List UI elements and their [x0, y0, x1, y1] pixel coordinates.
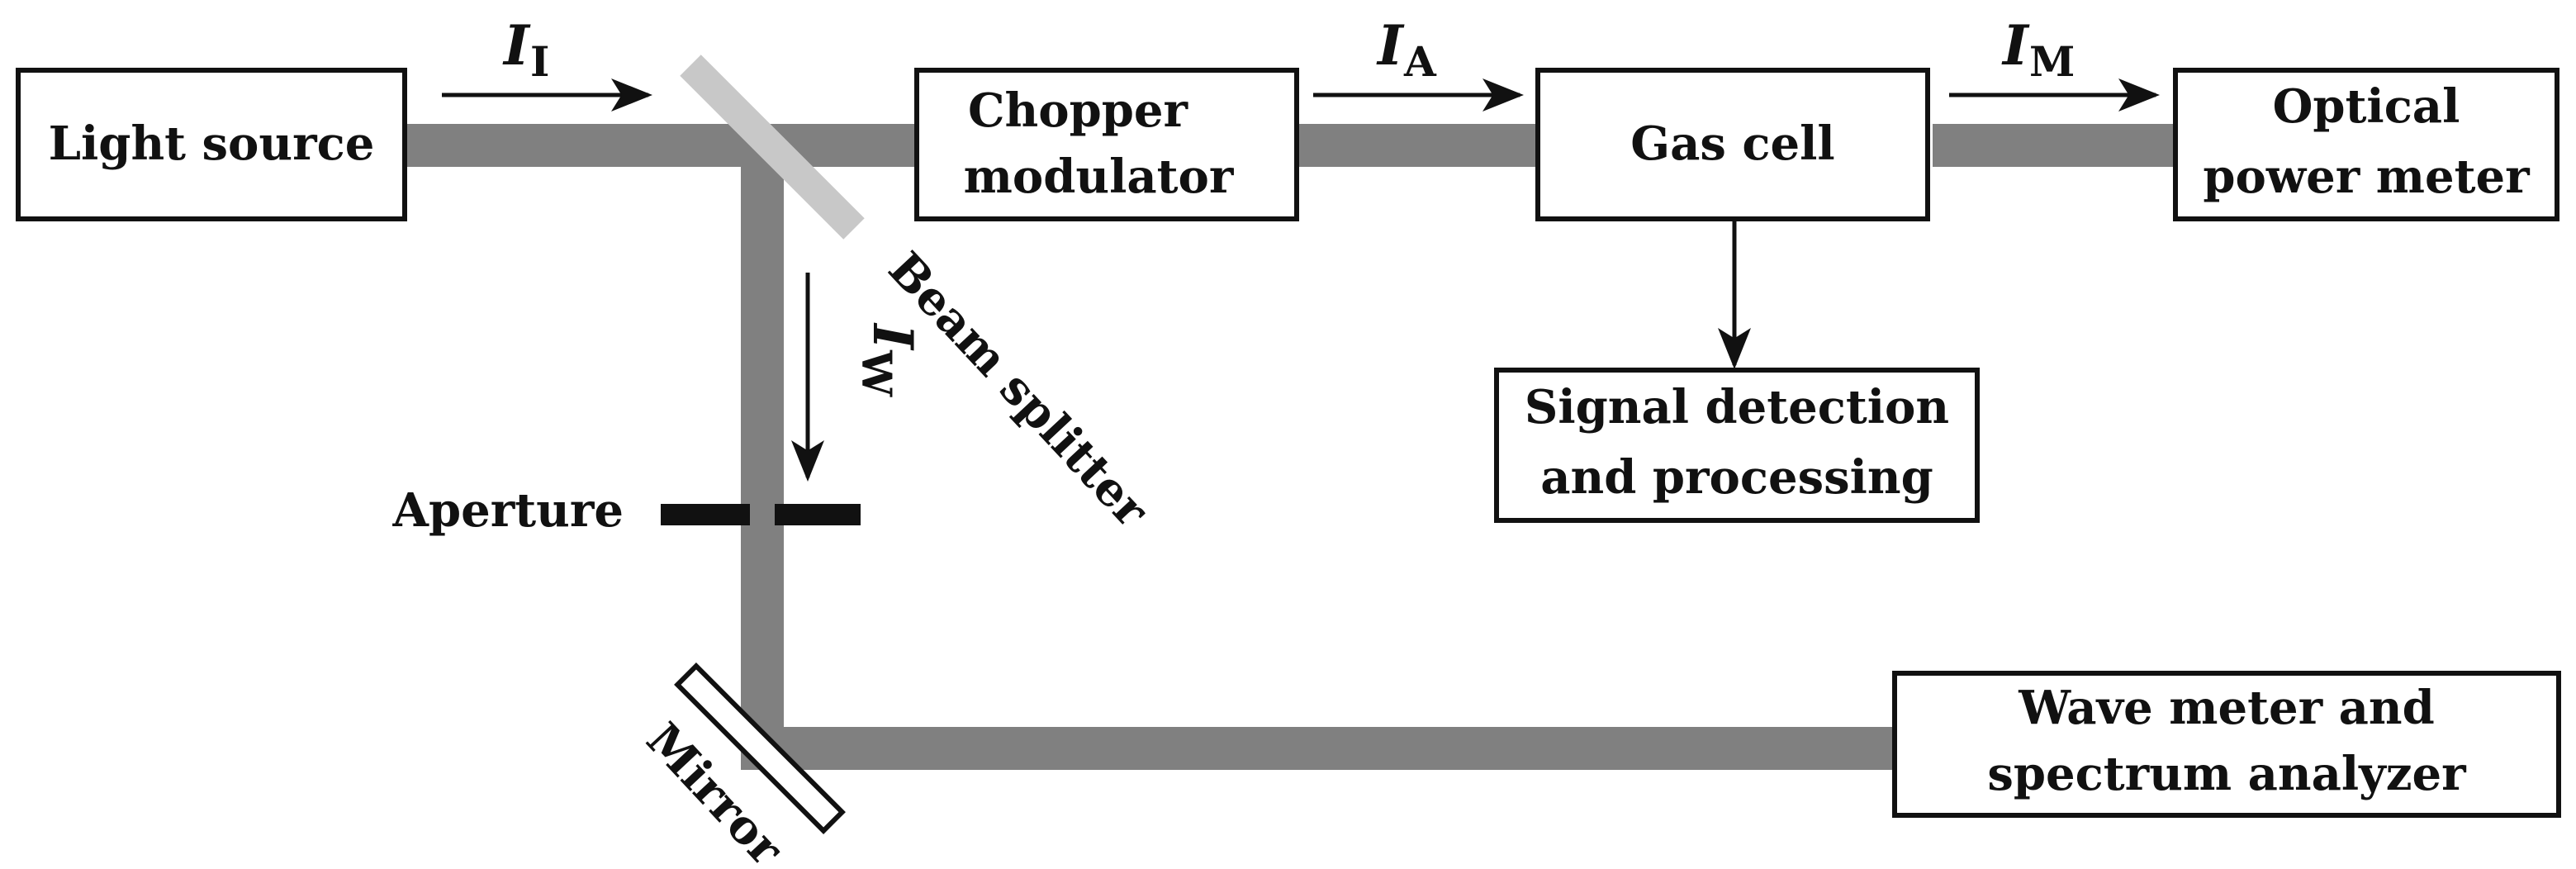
- power-meter-label-line1: Optical: [2273, 79, 2460, 134]
- gas-cell-label: Gas cell: [1630, 116, 1834, 171]
- i-wavemeter-subscript: W: [852, 349, 901, 397]
- intensity-i-after-chopper: I A: [1376, 13, 1437, 86]
- i-measured-subscript: M: [2029, 37, 2075, 86]
- signal-processing-label-line2: and processing: [1540, 450, 1933, 505]
- light-source-label: Light source: [49, 116, 375, 171]
- i-initial-symbol: I: [502, 13, 531, 78]
- aperture-left-blade: [661, 504, 750, 525]
- block-boxes: [16, 68, 2561, 818]
- power-meter-box: [2173, 68, 2559, 221]
- light-source-box: [16, 68, 407, 221]
- signal-processing-box: [1494, 368, 1980, 523]
- beam-bottom: [741, 727, 1897, 770]
- aperture-label: Aperture: [392, 483, 624, 538]
- i-initial-subscript: I: [530, 37, 549, 86]
- i-wavemeter-symbol: I: [861, 322, 925, 351]
- aperture-right-blade: [775, 504, 861, 525]
- wave-meter-label-line2: spectrum analyzer: [1987, 747, 2467, 801]
- chopper-box: [914, 68, 1299, 221]
- arrows: [442, 78, 2160, 482]
- signal-processing-label-line1: Signal detection: [1525, 380, 1949, 434]
- beam-splitter-label: Beam splitter: [878, 242, 1160, 539]
- i-after-chopper-subscript: A: [1403, 37, 1437, 86]
- power-meter-label-line2: power meter: [2203, 150, 2531, 204]
- chopper-label-line2: modulator: [964, 150, 1235, 204]
- mirror: [674, 662, 846, 834]
- beam-main-segment-2: [1288, 124, 1544, 167]
- aperture: [661, 504, 861, 525]
- intensity-i-initial: I I: [502, 13, 549, 86]
- i-measured-symbol: I: [2001, 13, 2030, 78]
- chopper-label-line1: Chopper: [968, 83, 1189, 138]
- gas-cell-box: [1535, 68, 1930, 221]
- intensity-i-measured: I M: [2001, 13, 2075, 86]
- beam-splitter: [680, 55, 865, 240]
- beam-main-segment-3: [1933, 124, 2180, 167]
- wave-meter-box: [1892, 671, 2561, 818]
- wave-meter-label-line1: Wave meter and: [2018, 681, 2435, 735]
- intensity-i-wavemeter: I W: [852, 322, 925, 397]
- beam-vertical: [741, 145, 784, 748]
- i-after-chopper-symbol: I: [1376, 13, 1405, 78]
